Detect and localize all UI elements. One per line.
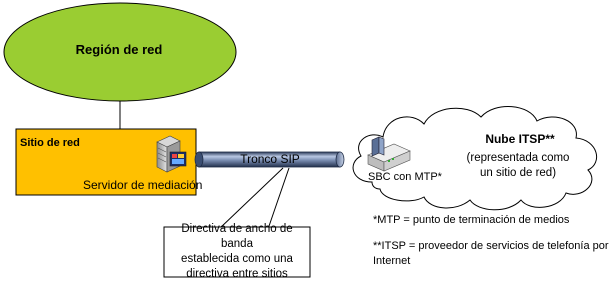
callout-pointer-right bbox=[267, 167, 290, 230]
itsp-footnote: **ITSP = proveedor de servicios de telef… bbox=[373, 240, 609, 267]
callout-line2: establecida como una bbox=[181, 253, 293, 265]
callout-box bbox=[163, 226, 311, 278]
itsp-cloud-title: Nube ITSP** bbox=[485, 132, 555, 146]
itsp-cloud-subtitle-line2: un sitio de red) bbox=[479, 167, 557, 179]
network-region-label: Región de red bbox=[75, 42, 163, 57]
mtp-footnote: *MTP = punto de terminación de medios bbox=[373, 214, 570, 226]
sbc-label: SBC con MTP* bbox=[368, 171, 442, 183]
itsp-cloud-shape bbox=[352, 105, 598, 211]
mediation-server-icon bbox=[156, 135, 187, 173]
callout-line1: Directiva de ancho de banda bbox=[181, 223, 293, 250]
itsp-cloud-subtitle-line1: (representada como bbox=[466, 152, 570, 164]
mediation-server-label: Servidor de mediación bbox=[83, 178, 203, 192]
callout-line3: directiva entre sitios bbox=[186, 268, 288, 280]
itsp-cloud-subtitle: (representada como un sitio de red) bbox=[448, 151, 588, 181]
callout-pointer-left bbox=[218, 167, 284, 230]
sip-trunk-label: Tronco SIP bbox=[240, 152, 300, 166]
sbc-device-icon bbox=[367, 136, 411, 172]
sip-trunk-tube bbox=[194, 151, 345, 168]
network-site-label: Sitio de red bbox=[20, 137, 80, 149]
callout-text: Directiva de ancho de banda establecida … bbox=[164, 223, 310, 280]
